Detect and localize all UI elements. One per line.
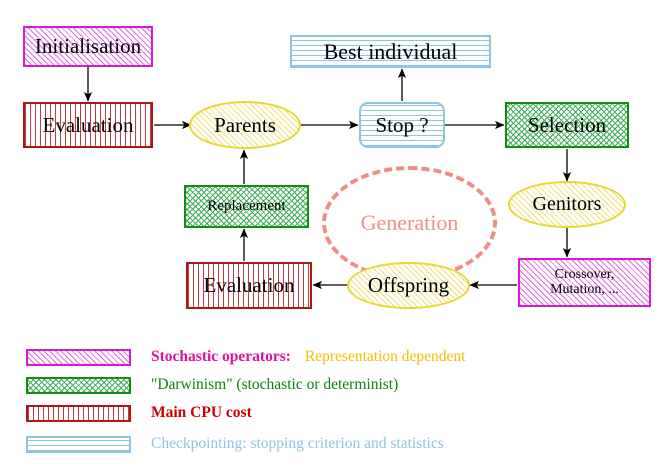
node-stop-label: Stop ?: [375, 112, 429, 137]
node-stop[interactable]: Stop ?: [359, 102, 445, 148]
legend-label-darwinism: "Darwinism" (stochastic or determinist): [151, 376, 399, 393]
node-offspring[interactable]: Offspring: [347, 262, 470, 309]
node-offspring-label: Offspring: [367, 273, 450, 298]
legend-row-darwinism: "Darwinism" (stochastic or determinist): [26, 374, 398, 396]
legend-label-stochastic-operators: Stochastic operators:: [151, 348, 291, 365]
node-crossover-label-line2: Mutation, ...: [550, 281, 619, 297]
legend-row-main-cpu-cost: Main CPU cost: [26, 402, 252, 424]
node-crossover-label-line1: Crossover,: [554, 266, 615, 282]
node-generation-label: Generation: [360, 210, 459, 236]
legend-label-checkpointing: Checkpointing: stopping criterion and st…: [151, 435, 444, 452]
legend-label-main-cpu-cost: Main CPU cost: [151, 404, 252, 421]
node-evaluation-bottom-label: Evaluation: [203, 273, 295, 298]
node-genitors[interactable]: Genitors: [508, 181, 626, 228]
node-selection[interactable]: Selection: [505, 102, 629, 148]
legend-swatch-green-crosshatch: [26, 376, 131, 394]
node-parents-label: Parents: [214, 112, 276, 137]
legend-swatch-magenta-diagonal-hatch: [26, 348, 131, 366]
node-initialisation-label: Initialisation: [34, 34, 142, 59]
node-best-individual[interactable]: Best individual: [290, 35, 491, 68]
legend-label-representation-dependent: Representation dependent: [304, 348, 466, 365]
node-replacement-label: Replacement: [207, 197, 286, 214]
node-evaluation-top-label: Evaluation: [42, 112, 134, 137]
legend: Stochastic operators: Representation dep…: [0, 338, 662, 471]
legend-row-checkpointing: Checkpointing: stopping criterion and st…: [26, 433, 444, 455]
node-genitors-label: Genitors: [532, 193, 602, 215]
legend-swatch-blue-horizontal-hatch: [26, 435, 131, 453]
node-parents[interactable]: Parents: [189, 101, 301, 149]
node-selection-label: Selection: [527, 112, 607, 137]
legend-row-stochastic-operators: Stochastic operators: Representation dep…: [26, 346, 465, 368]
legend-swatch-red-vertical-hatch: [26, 404, 131, 422]
node-crossover-mutation[interactable]: Crossover, Mutation, ...: [518, 258, 651, 307]
node-initialisation[interactable]: Initialisation: [23, 26, 153, 67]
node-replacement[interactable]: Replacement: [184, 185, 309, 228]
node-evaluation-bottom[interactable]: Evaluation: [186, 262, 312, 309]
node-evaluation-top[interactable]: Evaluation: [23, 102, 153, 148]
node-best-individual-label: Best individual: [323, 38, 458, 64]
